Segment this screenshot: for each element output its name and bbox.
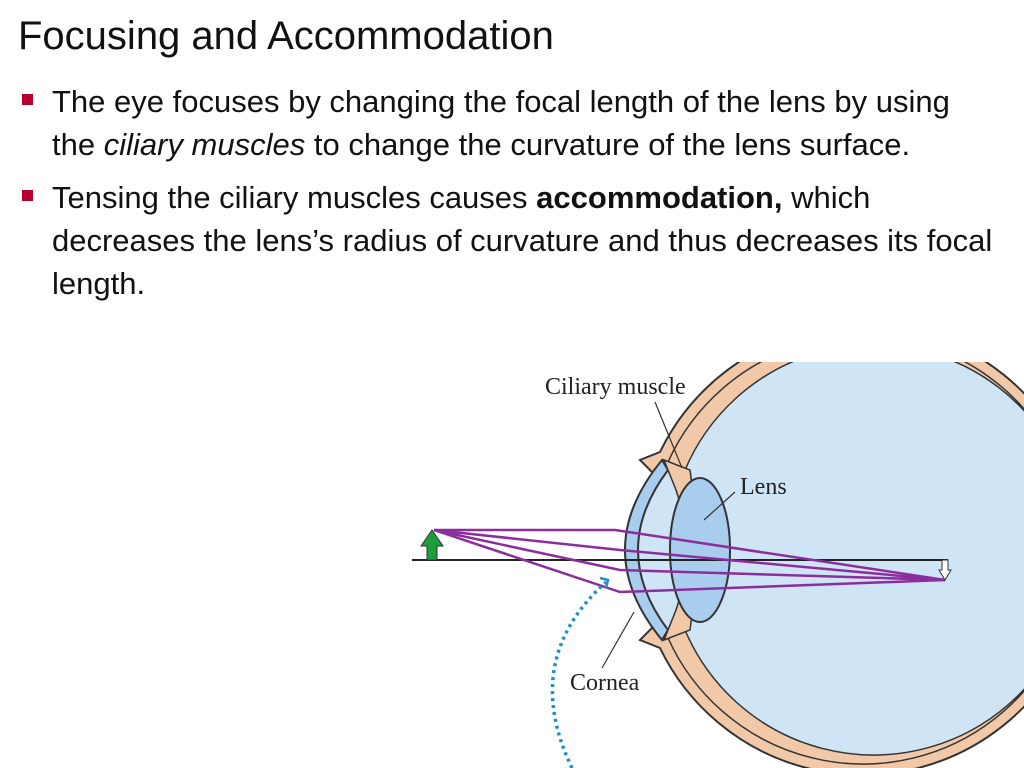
lens-leader [703,491,736,521]
ciliary-muscle-label: Ciliary muscle [545,374,686,400]
eye-interior [684,362,1024,756]
accommodation-term: accommodation, [536,180,783,215]
cornea-label: Cornea [570,670,640,696]
bullet-marker [22,94,33,105]
cornea-pointer-head [599,576,610,589]
ciliary-muscle-leader [654,401,683,469]
bullet-text-part: which decreases the lens’s radius of cur… [52,180,993,301]
cornea [624,458,670,642]
lens [669,477,731,623]
light-rays [433,528,946,594]
ciliary-muscles-emphasis: ciliary muscles [103,127,306,162]
bullet-text-part: Tensing the ciliary muscles causes [52,180,537,215]
retina-line [667,362,1024,765]
bullet-text-part: The eye focuses by changing the focal le… [52,84,950,162]
bullet-marker [22,190,33,201]
bullet-text-part: to change the curvature of the lens surf… [305,127,911,162]
cornea-leader [601,611,635,669]
image-arrow-icon [938,559,952,581]
eye-diagram: Ciliary muscle Lens Cornea [412,362,1024,768]
cornea-pointer [550,580,608,768]
object-arrow-icon [420,529,444,561]
lens-label: Lens [740,474,787,500]
bullet-eye-focusing: The eye focuses by changing the focal le… [20,80,1000,166]
ray-bottom [433,528,946,594]
bullet-accommodation: Tensing the ciliary muscles causes accom… [20,176,1000,305]
ray-lower [433,528,946,582]
slide-title: Focusing and Accommodation [18,14,554,58]
ray-upper [433,528,946,582]
ray-top [434,528,946,582]
bullet-list: The eye focuses by changing the focal le… [20,80,1000,305]
